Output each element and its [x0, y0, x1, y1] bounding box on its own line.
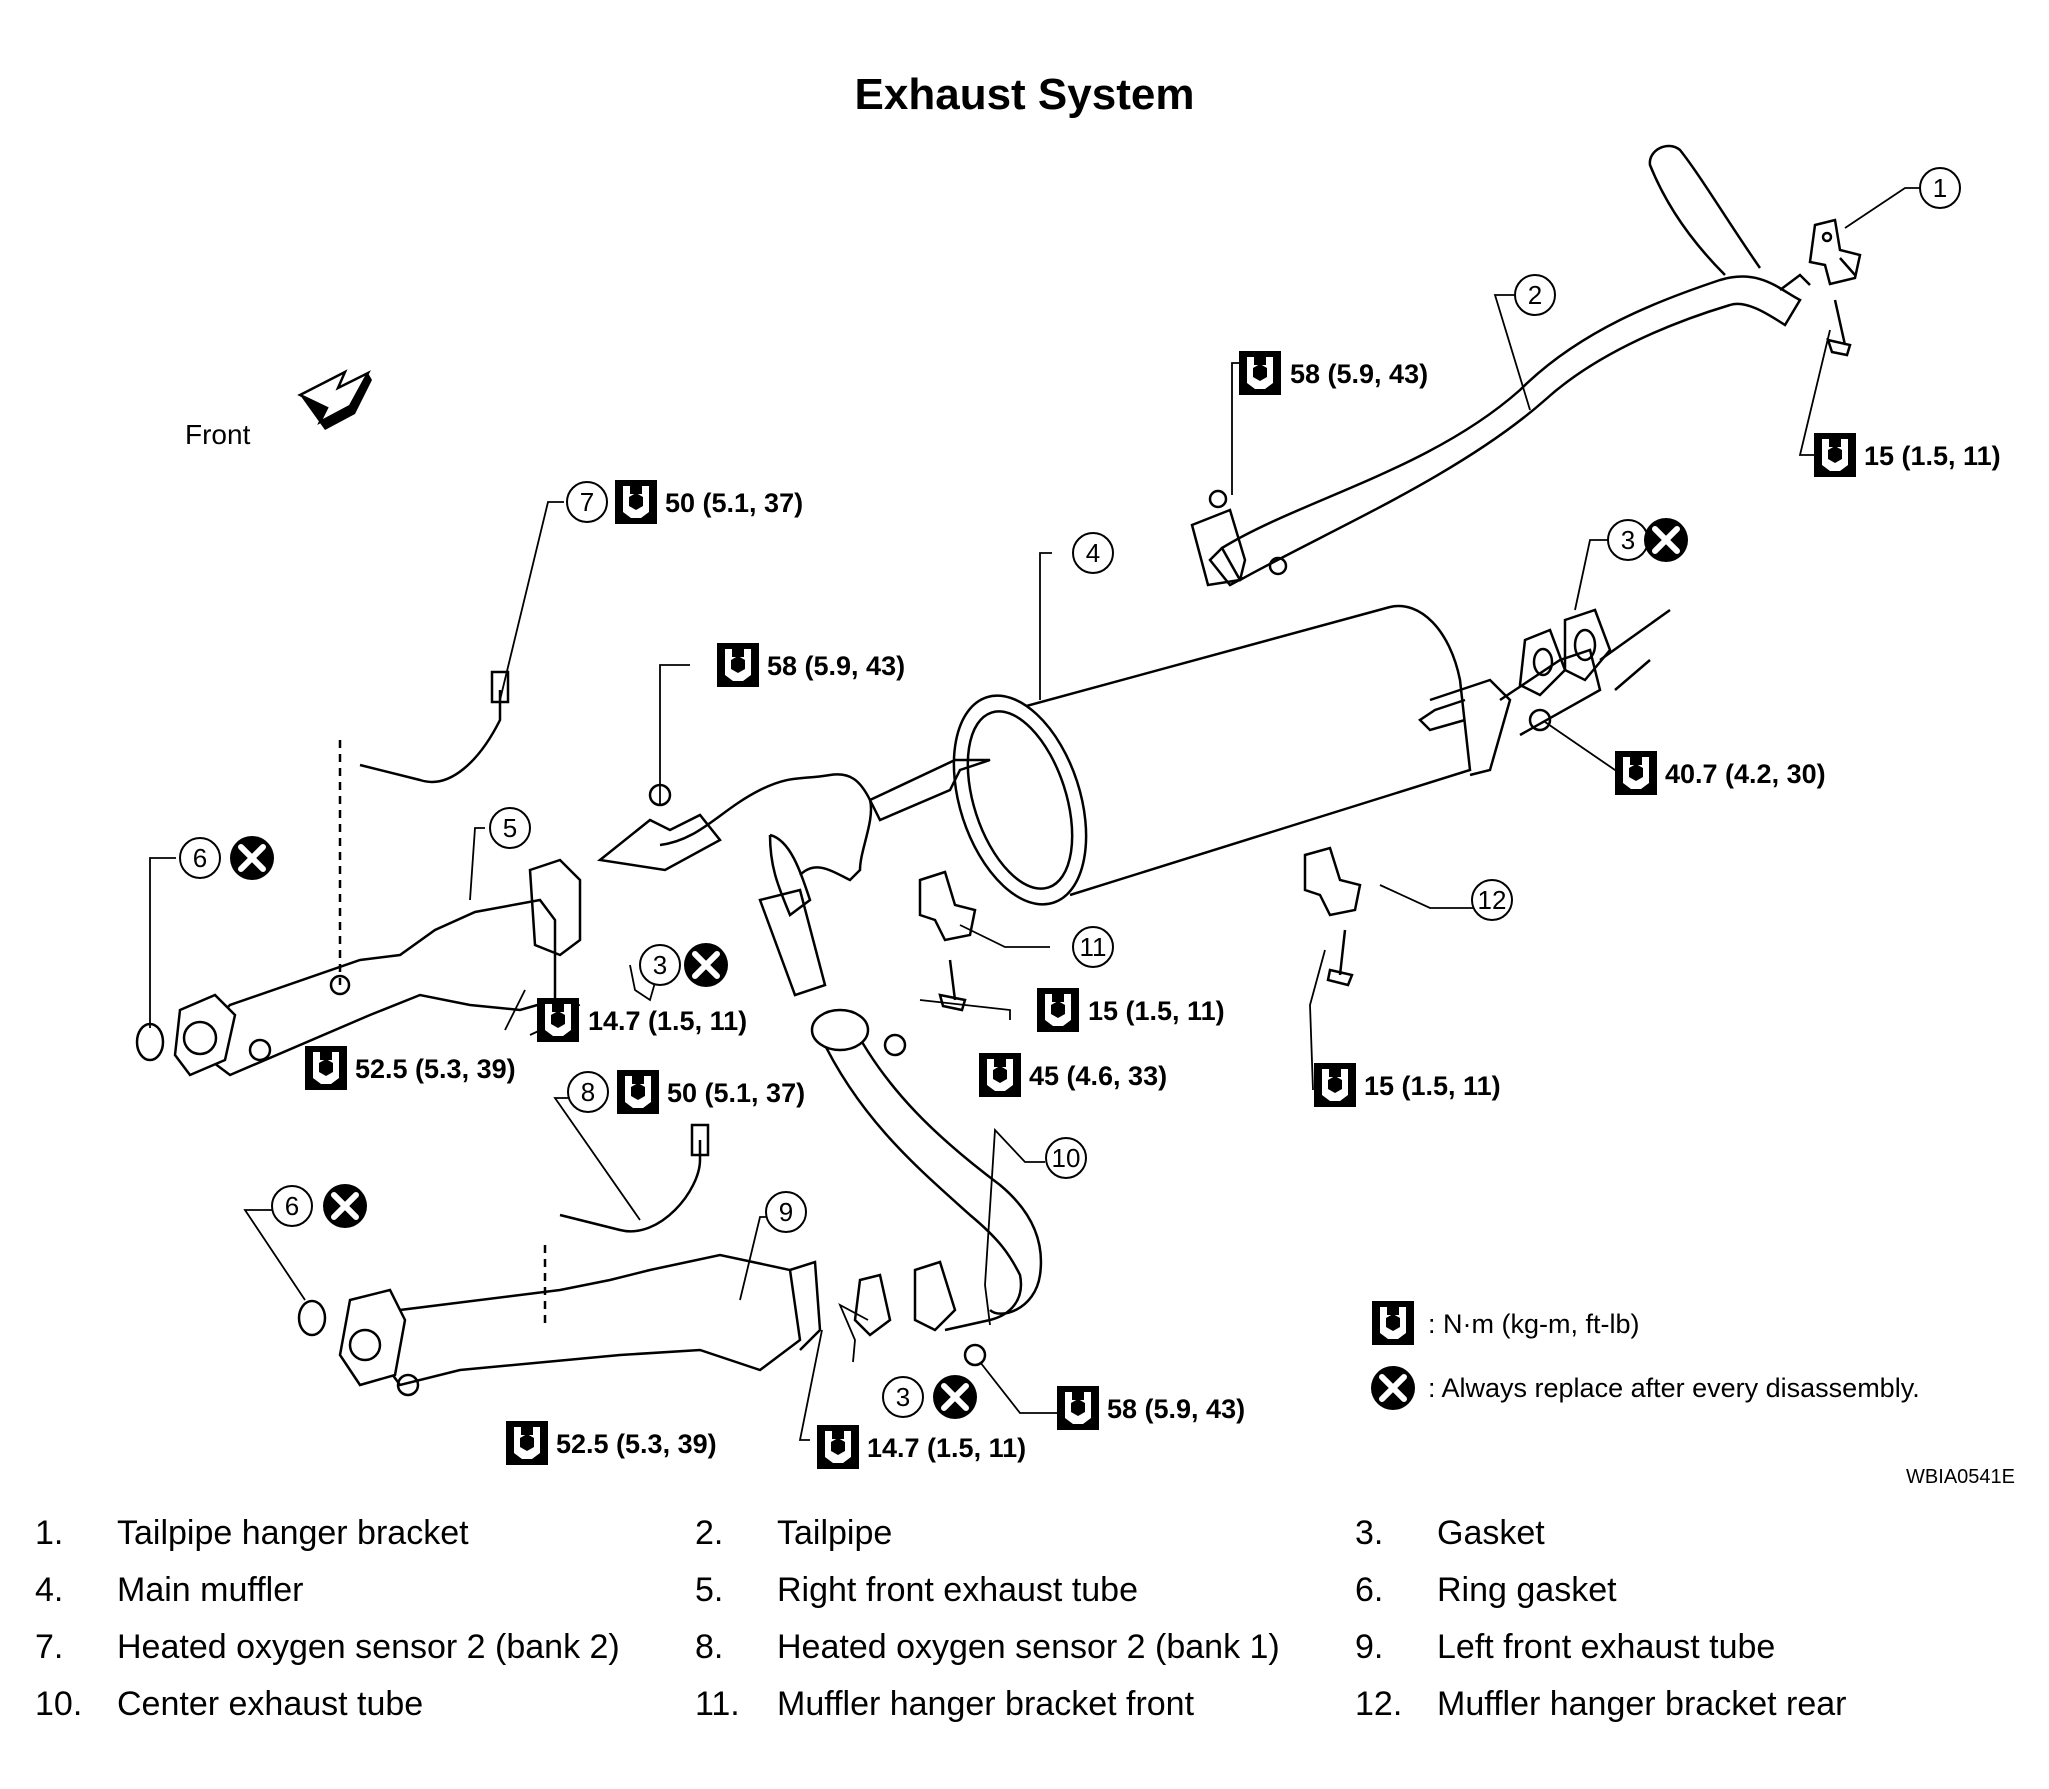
- torque-legend-icon: [1372, 1301, 1414, 1345]
- svg-text:: Always replace after every d: : Always replace after every disassembly…: [1428, 1373, 1920, 1403]
- main-muffler: [868, 604, 1671, 906]
- callout-9: 9: [765, 1191, 807, 1233]
- callout-1: 1: [1919, 167, 1961, 209]
- leader-lines: [149, 187, 1920, 1441]
- svg-text:5: 5: [503, 813, 517, 843]
- svg-text:14.7 (1.5, 11): 14.7 (1.5, 11): [588, 1006, 747, 1036]
- callout-6-left: 6: [271, 1185, 313, 1227]
- replace-icon: [1644, 518, 1688, 562]
- list-item: 7.Heated oxygen sensor 2 (bank 2): [35, 1628, 620, 1666]
- torque-tailpipe-flange: 58 (5.9, 43): [1239, 351, 1428, 395]
- svg-text:3: 3: [896, 1382, 910, 1412]
- list-item: 9.Left front exhaust tube: [1355, 1628, 1776, 1666]
- svg-text:15 (1.5, 11): 15 (1.5, 11): [1364, 1071, 1501, 1101]
- torque-left-center-nut: 58 (5.9, 43): [1057, 1386, 1245, 1430]
- svg-text:2: 2: [1528, 280, 1542, 310]
- torque-muffler-rear: 40.7 (4.2, 30): [1615, 751, 1826, 795]
- svg-text:50 (5.1, 37): 50 (5.1, 37): [667, 1078, 805, 1108]
- svg-text:3: 3: [653, 950, 667, 980]
- tailpipe-hanger-bracket: [1808, 218, 1862, 357]
- torque-right-front-flange: 14.7 (1.5, 11): [537, 998, 747, 1042]
- replace-icon: [230, 836, 274, 880]
- replace-icon: [933, 1375, 977, 1419]
- callout-3-right: 3: [639, 944, 681, 986]
- torque-left-front-nut: 52.5 (5.3, 39): [506, 1421, 717, 1465]
- torque-sensor-bank1: 50 (5.1, 37): [617, 1070, 805, 1114]
- list-item: 1.Tailpipe hanger bracket: [35, 1514, 469, 1552]
- callout-11: 11: [1072, 926, 1114, 968]
- right-front-exhaust-tube: [135, 740, 582, 1077]
- svg-text:45 (4.6, 33): 45 (4.6, 33): [1029, 1061, 1167, 1091]
- svg-text:4: 4: [1086, 538, 1100, 568]
- list-item: 3.Gasket: [1355, 1514, 1545, 1552]
- front-label: Front: [185, 419, 251, 450]
- svg-text:1: 1: [1933, 173, 1947, 203]
- torque-left-front-flange: 14.7 (1.5, 11): [817, 1425, 1026, 1469]
- list-item: 5.Right front exhaust tube: [695, 1571, 1139, 1609]
- exhaust-system-diagram: Front: [135, 144, 2015, 1488]
- replace-legend-icon: [1371, 1366, 1415, 1410]
- svg-text:6: 6: [285, 1191, 299, 1221]
- svg-text:58 (5.9, 43): 58 (5.9, 43): [1290, 359, 1428, 389]
- front-arrow: [297, 369, 372, 430]
- svg-text:6: 6: [193, 843, 207, 873]
- svg-text:15 (1.5, 11): 15 (1.5, 11): [1864, 441, 2001, 471]
- svg-text:15 (1.5, 11): 15 (1.5, 11): [1088, 996, 1225, 1026]
- list-item: 8.Heated oxygen sensor 2 (bank 1): [695, 1628, 1280, 1666]
- svg-text:9: 9: [779, 1197, 793, 1227]
- page-title: Exhaust System: [854, 70, 1195, 119]
- callout-10: 10: [1045, 1137, 1087, 1179]
- torque-tailpipe-bracket: 15 (1.5, 11): [1814, 433, 2001, 477]
- svg-text:14.7 (1.5, 11): 14.7 (1.5, 11): [867, 1433, 1026, 1463]
- svg-text:58 (5.9, 43): 58 (5.9, 43): [1107, 1394, 1245, 1424]
- list-item: 6.Ring gasket: [1355, 1571, 1617, 1609]
- list-item: 4.Main muffler: [35, 1571, 304, 1609]
- svg-text:12: 12: [1478, 885, 1507, 915]
- torque-right-front-nut: 52.5 (5.3, 39): [305, 1046, 516, 1090]
- list-item: 10.Center exhaust tube: [35, 1685, 424, 1723]
- figure-code: WBIA0541E: [1906, 1466, 2015, 1488]
- callout-3-rear: 3: [1607, 519, 1649, 561]
- torque-hanger-front: 15 (1.5, 11): [1037, 988, 1225, 1032]
- center-exhaust-tube: [596, 773, 1043, 1332]
- replace-icon: [684, 943, 728, 987]
- hanger-brackets: [918, 846, 1362, 1012]
- torque-hanger-rear: 15 (1.5, 11): [1314, 1063, 1501, 1107]
- svg-text:7: 7: [580, 487, 594, 517]
- gaskets-nuts: [248, 489, 1612, 1397]
- callout-5: 5: [489, 807, 531, 849]
- svg-text:10: 10: [1052, 1143, 1081, 1173]
- callout-3-left: 3: [882, 1376, 924, 1418]
- list-item: 2.Tailpipe: [695, 1514, 893, 1552]
- list-item: 11.Muffler hanger bracket front: [695, 1685, 1195, 1723]
- legend: : N·m (kg-m, ft-lb) : Always replace aft…: [1371, 1301, 1920, 1410]
- callout-7: 7: [566, 481, 608, 523]
- callout-4: 4: [1072, 532, 1114, 574]
- svg-text:58 (5.9, 43): 58 (5.9, 43): [767, 651, 905, 681]
- svg-text:52.5 (5.3, 39): 52.5 (5.3, 39): [556, 1429, 717, 1459]
- parts-list: 1.Tailpipe hanger bracket 2.Tailpipe 3.G…: [35, 1505, 2015, 1733]
- torque-sensor-bank2: 50 (5.1, 37): [615, 480, 803, 524]
- callout-12: 12: [1471, 879, 1513, 921]
- svg-text:: N·m (kg-m, ft-lb): : N·m (kg-m, ft-lb): [1428, 1309, 1639, 1339]
- svg-text:3: 3: [1621, 525, 1635, 555]
- torque-center-front: 58 (5.9, 43): [717, 643, 905, 687]
- callout-2: 2: [1514, 274, 1556, 316]
- left-front-exhaust-tube: [297, 1245, 957, 1387]
- svg-text:40.7 (4.2, 30): 40.7 (4.2, 30): [1665, 759, 1826, 789]
- svg-text:8: 8: [581, 1077, 595, 1107]
- tailpipe: [1190, 144, 1811, 587]
- svg-text:11: 11: [1080, 932, 1107, 962]
- torque-center-nut: 45 (4.6, 33): [979, 1053, 1167, 1097]
- callout-6-right: 6: [179, 837, 221, 879]
- svg-text:50 (5.1, 37): 50 (5.1, 37): [665, 488, 803, 518]
- list-item: 12.Muffler hanger bracket rear: [1355, 1685, 1847, 1723]
- replace-icon: [323, 1184, 367, 1228]
- svg-text:52.5 (5.3, 39): 52.5 (5.3, 39): [355, 1054, 516, 1084]
- callout-8: 8: [567, 1071, 609, 1113]
- oxygen-sensors: [359, 670, 710, 1233]
